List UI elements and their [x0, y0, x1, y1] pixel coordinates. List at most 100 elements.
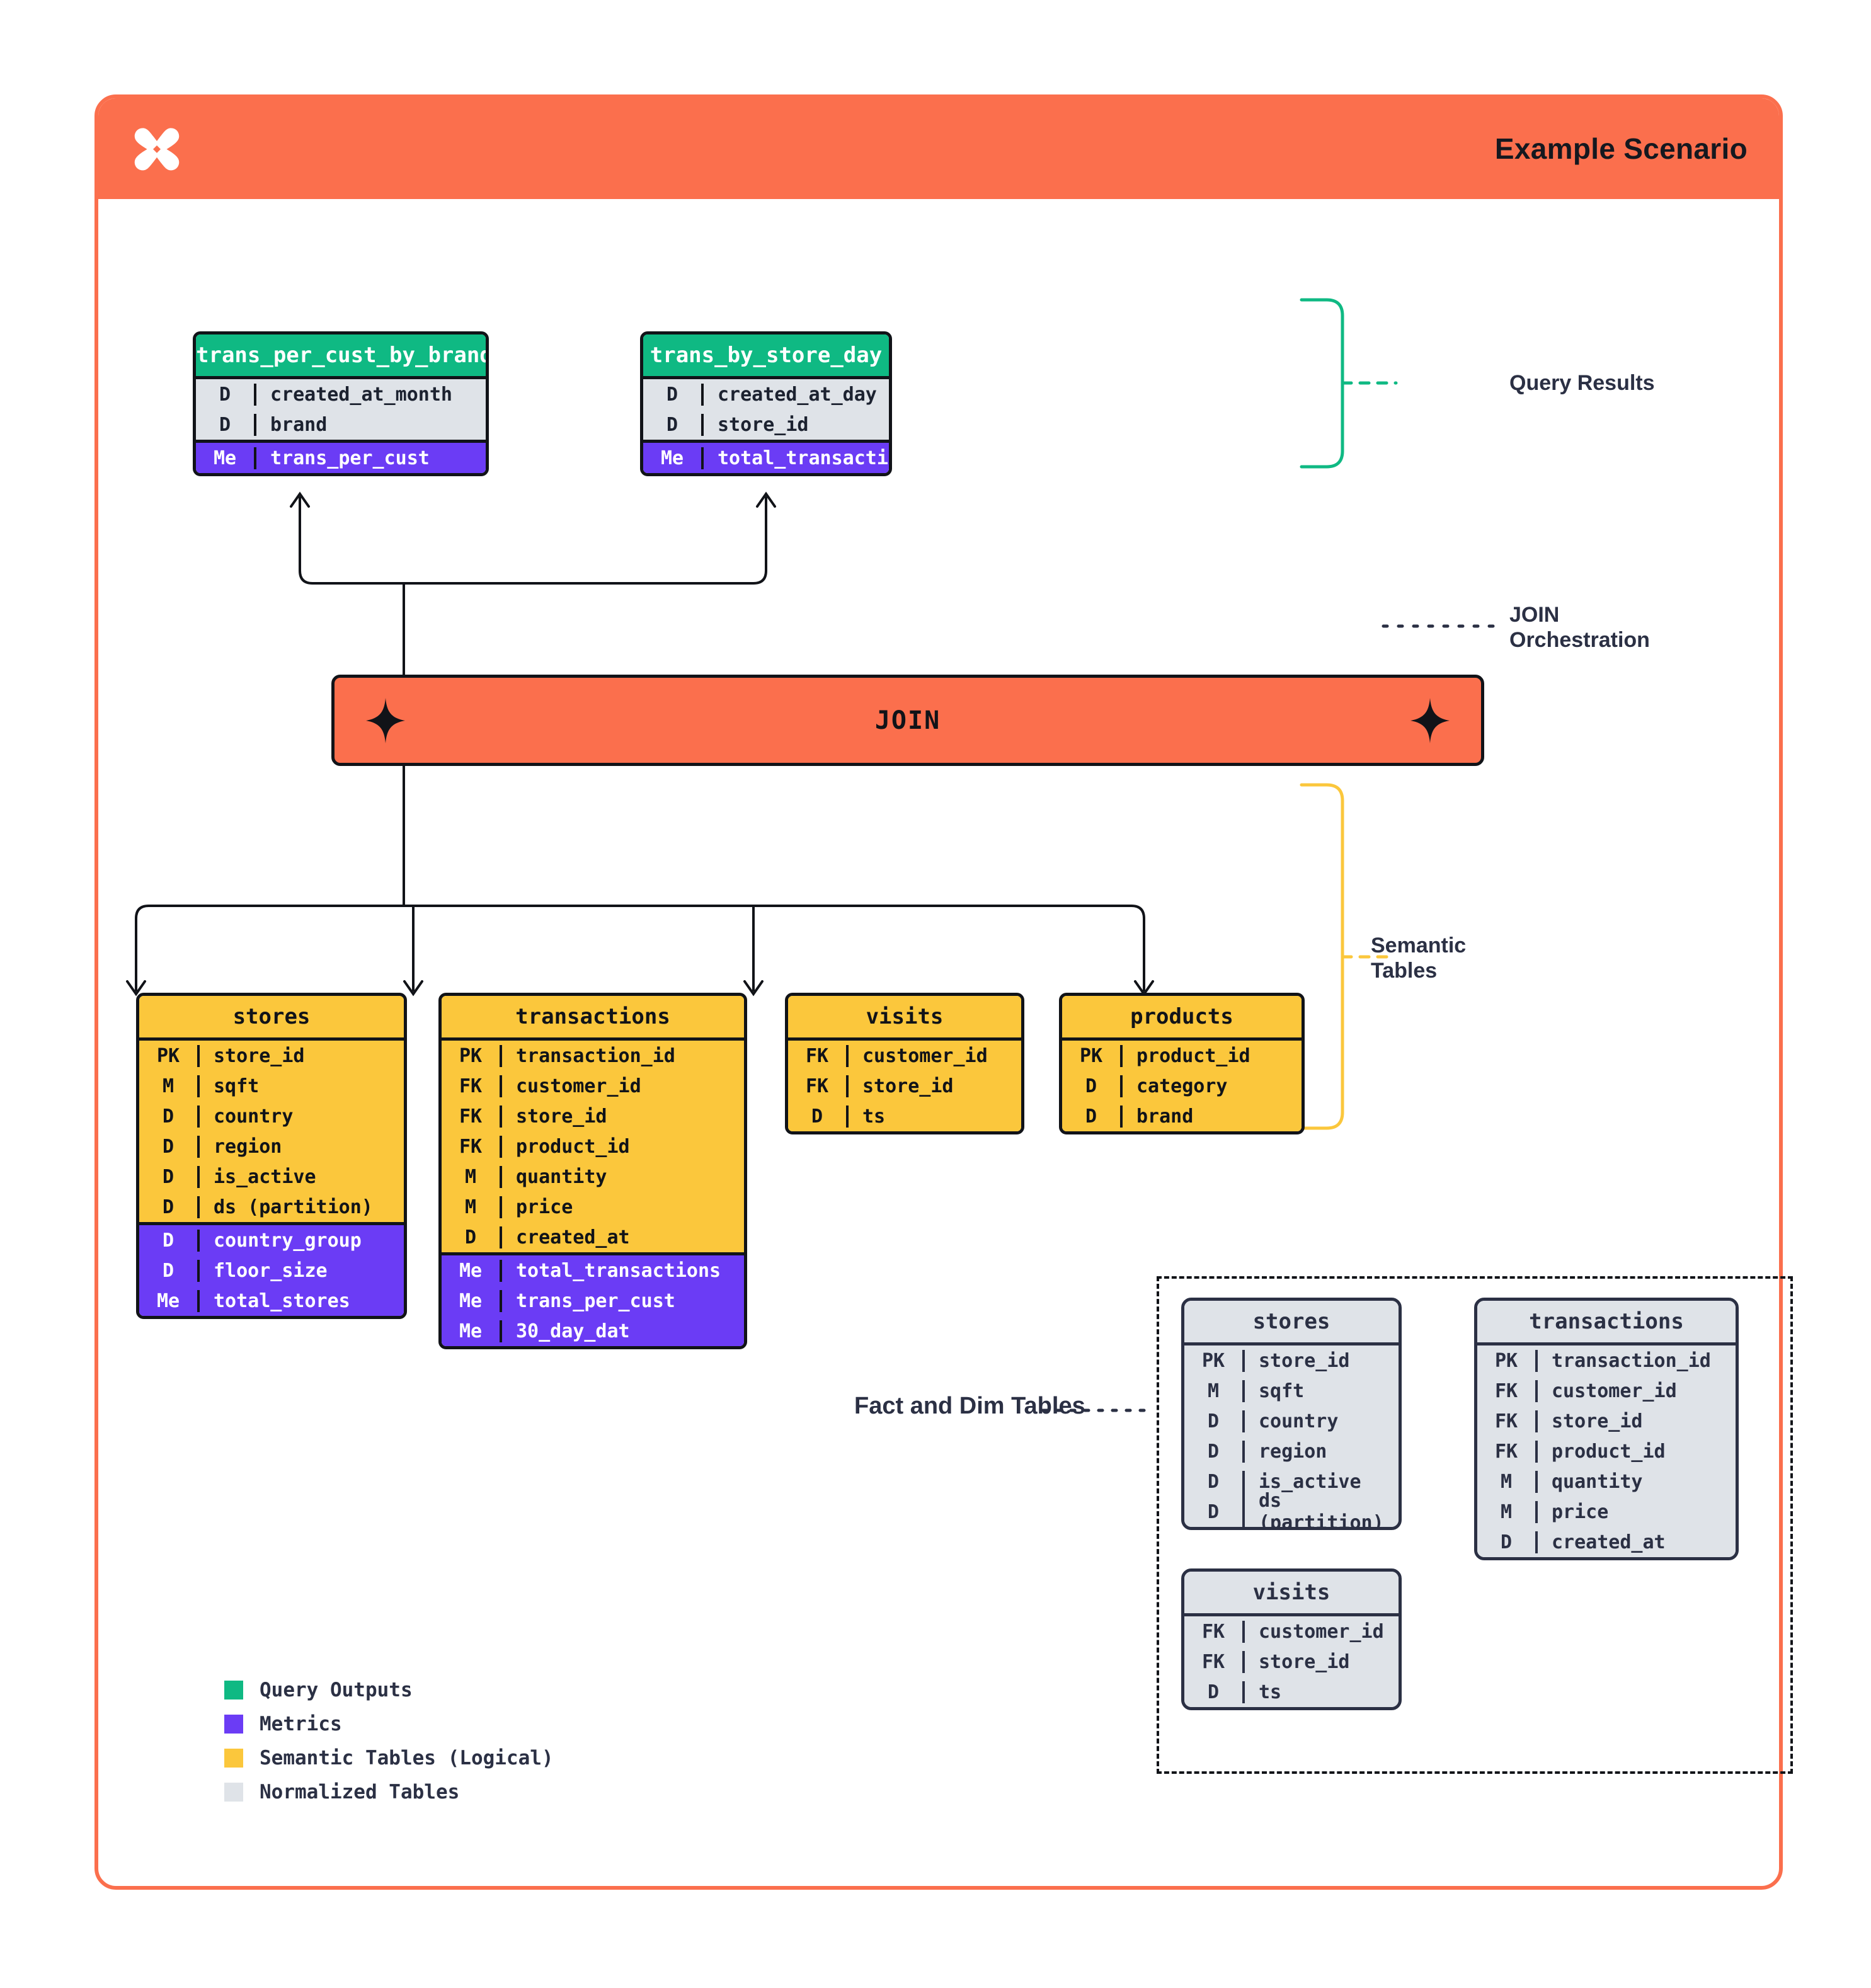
row-value: floor_size — [197, 1259, 404, 1282]
legend-swatch-normalized-tables — [224, 1783, 243, 1802]
row-key: FK — [1494, 1380, 1518, 1402]
row-key: M — [464, 1196, 477, 1218]
row-value: transaction_id — [1535, 1349, 1736, 1372]
row-value: store_id — [846, 1075, 1021, 1097]
row-key: PK — [156, 1044, 180, 1067]
page-title: Example Scenario — [1494, 132, 1748, 165]
card-header: Example Scenario — [98, 98, 1779, 199]
row-key: D — [219, 383, 231, 406]
table-row: D store_id — [643, 409, 889, 440]
row-key: M — [1500, 1470, 1513, 1493]
row-value: brand — [1120, 1105, 1302, 1128]
row-value: product_id — [1120, 1044, 1302, 1067]
row-value: region — [1242, 1440, 1399, 1463]
row-key: FK — [1494, 1410, 1518, 1432]
row-value: created_at_day — [701, 383, 889, 406]
table-title: visits — [1184, 1572, 1399, 1613]
example-scenario-card: Example Scenario — [94, 94, 1793, 1890]
row-key: D — [464, 1226, 477, 1248]
row-value: customer_id — [500, 1075, 744, 1097]
row-key: FK — [459, 1075, 483, 1097]
row-value: sqft — [1242, 1380, 1399, 1402]
table-row: D created_at_month — [196, 379, 486, 409]
table-row: D brand — [196, 409, 486, 440]
row-value: store_id — [1535, 1410, 1736, 1432]
table-title: transactions — [442, 996, 744, 1037]
row-value: country — [1242, 1410, 1399, 1432]
row-key: D — [811, 1105, 823, 1128]
table-row: Me trans_per_cust — [196, 443, 486, 473]
row-key: M — [1207, 1380, 1220, 1402]
row-value: category — [1120, 1075, 1302, 1097]
legend-swatch-semantic-tables — [224, 1749, 243, 1768]
row-key: D — [1207, 1410, 1220, 1432]
row-key: D — [666, 413, 678, 436]
table-title: trans_by_store_day — [643, 334, 889, 376]
legend-label: Metrics — [260, 1713, 342, 1735]
row-key: D — [162, 1229, 175, 1252]
join-orchestration-bar[interactable]: JOIN — [331, 675, 1484, 766]
row-key: FK — [805, 1075, 829, 1097]
row-key: M — [1500, 1500, 1513, 1523]
row-key: FK — [805, 1044, 829, 1067]
row-key: Me — [156, 1289, 180, 1312]
annotation-line-2: Orchestration — [1509, 628, 1650, 653]
row-value: sqft — [197, 1075, 404, 1097]
query-result-table-0[interactable]: trans_per_cust_by_brand_month D created_… — [193, 331, 489, 476]
row-key: D — [219, 413, 231, 436]
annotation-line-2: Tables — [1371, 959, 1438, 983]
row-key: D — [162, 1165, 175, 1188]
row-key: D — [666, 383, 678, 406]
row-key: PK — [1201, 1349, 1225, 1372]
query-result-table-1[interactable]: trans_by_store_day D created_at_day D st… — [640, 331, 892, 476]
row-value: store_id — [701, 413, 889, 436]
sparkle-star-icon — [366, 697, 405, 743]
legend-swatch-metrics — [224, 1715, 243, 1734]
row-key: Me — [459, 1259, 483, 1282]
row-key: D — [1085, 1105, 1097, 1128]
row-value: price — [500, 1196, 744, 1218]
row-key: PK — [459, 1044, 483, 1067]
legend-item: Semantic Tables (Logical) — [224, 1741, 554, 1775]
row-key: D — [162, 1259, 175, 1282]
row-value: customer_id — [1535, 1380, 1736, 1402]
row-value: store_id — [1242, 1349, 1399, 1372]
annotation-fact-dim-tables: Fact and Dim Tables — [854, 1393, 1085, 1419]
row-key: D — [1207, 1440, 1220, 1463]
